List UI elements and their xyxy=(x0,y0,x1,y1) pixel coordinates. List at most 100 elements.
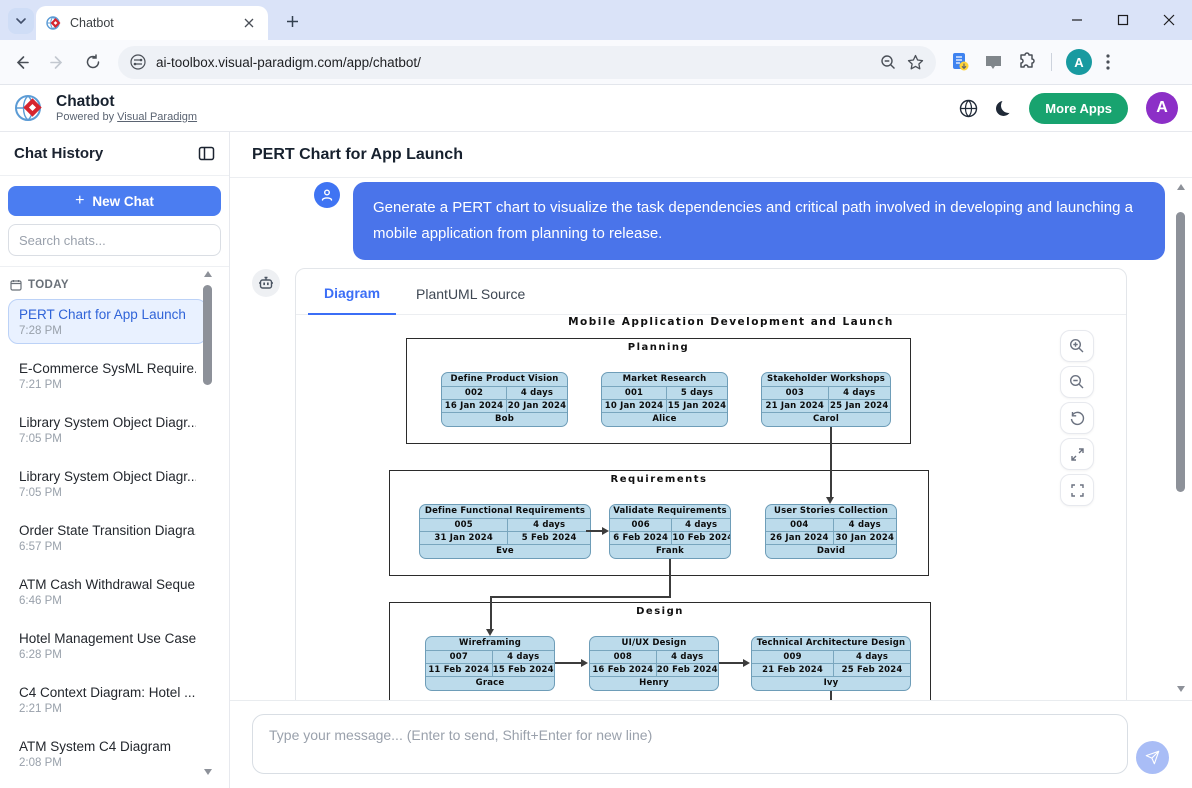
back-button[interactable] xyxy=(6,47,36,77)
browser-profile-avatar[interactable]: A xyxy=(1066,49,1092,75)
section-frame-requirements: Requirements xyxy=(389,470,929,576)
task-start-date: 31 Jan 2024 xyxy=(420,532,509,544)
collapse-sidebar-icon[interactable] xyxy=(198,145,215,162)
window-controls xyxy=(1054,0,1192,40)
diagram-card: Diagram PlantUML Source Mobile Applicati… xyxy=(295,268,1127,700)
chat-history-item[interactable]: E-Commerce SysML Require...7:21 PM xyxy=(8,353,207,398)
chat-area: Generate a PERT chart to visualize the t… xyxy=(230,178,1192,700)
feedback-extension-icon[interactable] xyxy=(984,53,1003,72)
language-globe-icon[interactable] xyxy=(959,99,978,118)
chat-history-item[interactable]: C4 Context Diagram: Hotel ...2:21 PM xyxy=(8,677,207,722)
reset-view-button[interactable] xyxy=(1060,402,1094,434)
task-owner: Eve xyxy=(420,544,590,557)
task-owner: Ivy xyxy=(752,676,910,689)
chevron-down-icon xyxy=(16,18,26,25)
task-owner: Carol xyxy=(762,412,890,425)
task-title: User Stories Collection xyxy=(774,506,888,516)
scroll-down-arrow[interactable] xyxy=(203,769,212,775)
url-text[interactable]: ai-toolbox.visual-paradigm.com/app/chatb… xyxy=(156,54,421,70)
window-close-button[interactable] xyxy=(1146,0,1192,40)
zoom-in-button[interactable] xyxy=(1060,330,1094,362)
fullscreen-button[interactable] xyxy=(1060,474,1094,506)
task-start-date: 21 Feb 2024 xyxy=(752,664,835,676)
reload-button[interactable] xyxy=(78,47,108,77)
task-title: UI/UX Design xyxy=(621,638,687,648)
chat-history-item[interactable]: Library System Object Diagr...7:05 PM xyxy=(8,461,207,506)
diagram-toolbar xyxy=(1060,330,1094,506)
send-plane-icon xyxy=(1145,750,1160,765)
zoom-out-button[interactable] xyxy=(1060,366,1094,398)
user-avatar xyxy=(314,182,340,208)
docs-extension-icon[interactable] xyxy=(950,52,970,72)
message-input[interactable] xyxy=(252,714,1128,774)
more-apps-button[interactable]: More Apps xyxy=(1029,92,1128,124)
site-settings-icon[interactable] xyxy=(130,54,146,70)
new-chat-button[interactable]: + New Chat xyxy=(8,186,221,216)
task-duration: 4 days xyxy=(855,652,889,662)
expand-button[interactable] xyxy=(1060,438,1094,470)
extensions-puzzle-icon[interactable] xyxy=(1017,52,1037,72)
window-maximize-button[interactable] xyxy=(1100,0,1146,40)
window-minimize-button[interactable] xyxy=(1054,0,1100,40)
dependency-line xyxy=(830,427,832,497)
sidebar-divider xyxy=(0,266,229,267)
task-duration: 4 days xyxy=(671,652,704,662)
forward-button[interactable] xyxy=(42,47,72,77)
pert-diagram-canvas[interactable]: Mobile Application Development and Launc… xyxy=(309,316,1114,700)
scroll-down-arrow[interactable] xyxy=(1176,686,1185,692)
chat-scrollbar[interactable] xyxy=(1174,178,1187,700)
search-input[interactable] xyxy=(8,224,221,256)
arrowhead xyxy=(826,497,835,504)
chat-history-item[interactable]: Library System Object Diagr...7:05 PM xyxy=(8,407,207,452)
tab-search-button[interactable] xyxy=(8,8,34,34)
chat-history-item[interactable]: ATM Cash Withdrawal Seque...6:46 PM xyxy=(8,569,207,614)
scroll-up-arrow[interactable] xyxy=(1176,184,1185,190)
scrollbar-thumb[interactable] xyxy=(1176,212,1185,492)
task-id: 009 xyxy=(752,651,835,663)
task-owner: Frank xyxy=(610,544,730,557)
scrollbar-thumb[interactable] xyxy=(203,285,212,385)
send-button[interactable] xyxy=(1136,741,1169,774)
section-frame-planning: Planning xyxy=(406,338,911,444)
chat-item-title: ATM System C4 Diagram xyxy=(19,739,172,754)
tab-plantuml-source[interactable]: PlantUML Source xyxy=(416,286,526,302)
browser-tab-chatbot[interactable]: Chatbot xyxy=(36,6,268,40)
visual-paradigm-link[interactable]: Visual Paradigm xyxy=(117,110,198,123)
chat-item-title: Hotel Management Use Case xyxy=(19,631,196,646)
dark-mode-moon-icon[interactable] xyxy=(996,101,1011,116)
zoom-page-icon[interactable] xyxy=(880,54,897,71)
main-panel: PERT Chart for App Launch Generate a PER… xyxy=(230,132,1192,788)
chat-history-item[interactable]: Order State Transition Diagra...6:57 PM xyxy=(8,515,207,560)
diagram-title: Mobile Application Development and Launc… xyxy=(568,316,894,328)
bookmark-star-icon[interactable] xyxy=(907,54,924,71)
address-bar[interactable]: ai-toolbox.visual-paradigm.com/app/chatb… xyxy=(118,45,936,79)
sidebar-scrollbar[interactable] xyxy=(201,267,214,781)
task-title: Wireframing xyxy=(459,638,521,648)
scroll-up-arrow[interactable] xyxy=(203,271,212,277)
task-owner: David xyxy=(766,544,896,557)
tab-diagram[interactable]: Diagram xyxy=(308,285,397,315)
extensions-area: A xyxy=(950,49,1122,75)
tab-close-icon[interactable] xyxy=(240,14,258,32)
task-id: 003 xyxy=(762,387,829,399)
task-title: Define Product Vision xyxy=(450,374,559,384)
chat-item-title: Library System Object Diagr... xyxy=(19,415,196,430)
app-user-avatar[interactable]: A xyxy=(1146,92,1178,124)
new-tab-button[interactable] xyxy=(280,9,304,33)
browser-menu-icon[interactable] xyxy=(1106,54,1110,70)
section-frame-design: Design xyxy=(389,602,931,700)
arrowhead xyxy=(602,526,609,535)
toolbar-separator xyxy=(1051,53,1052,71)
